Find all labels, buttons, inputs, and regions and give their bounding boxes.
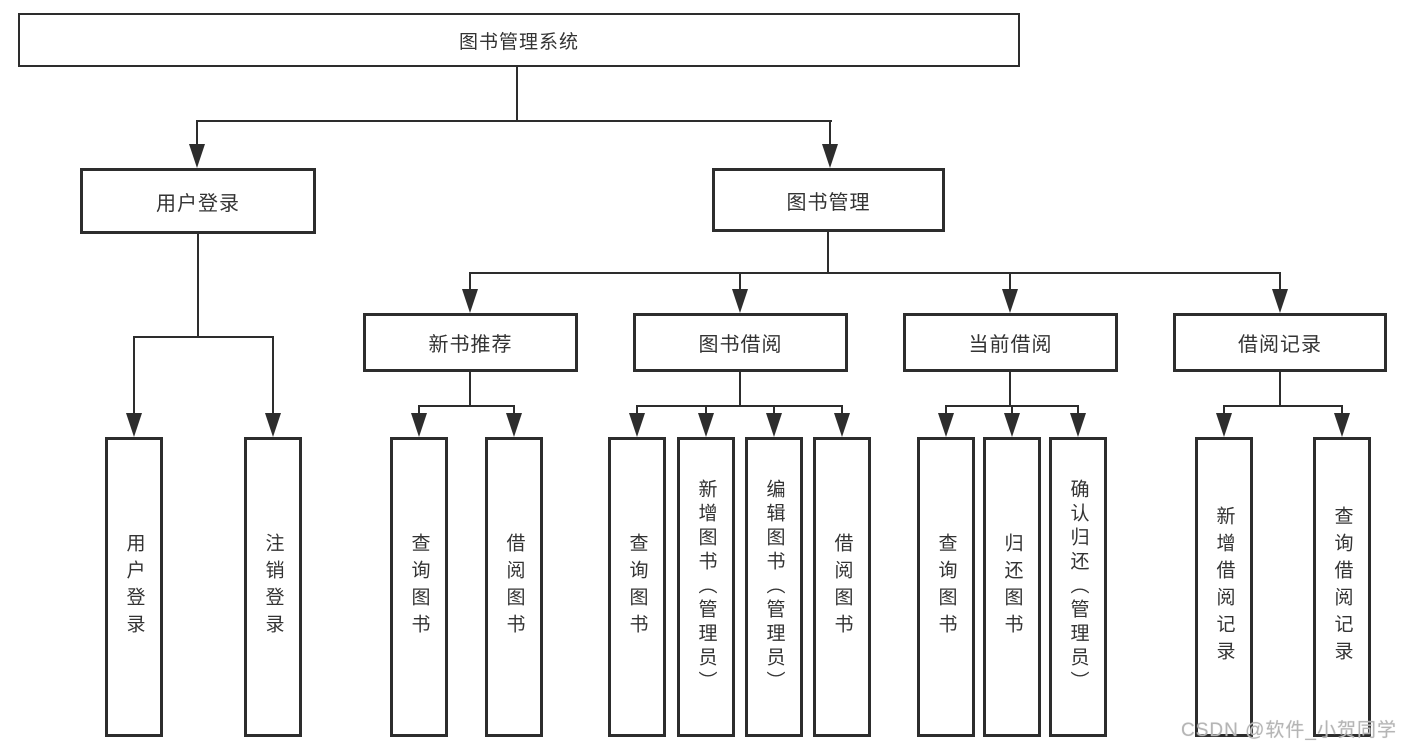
arrow-down-icon — [1272, 289, 1288, 313]
watermark-text: CSDN @软件_小贺同学 — [1181, 720, 1397, 741]
arrow-down-icon — [629, 413, 645, 437]
arrow-down-icon — [265, 413, 281, 437]
arrow-down-icon — [506, 413, 522, 437]
node-cb-confirm-return-admin: 确认归还（管理员） — [1049, 437, 1107, 737]
arrow-down-icon — [766, 413, 782, 437]
arrow-down-icon — [834, 413, 850, 437]
leaf-label: 编辑图书（管理员） — [763, 479, 785, 695]
leaf-label: 借阅图书 — [503, 533, 525, 641]
leaf-label: 用户登录 — [123, 533, 145, 641]
arrow-down-icon — [698, 413, 714, 437]
node-br-add-record: 新增借阅记录 — [1195, 437, 1253, 737]
leaf-label: 确认归还（管理员） — [1067, 479, 1089, 695]
arrow-down-icon — [1004, 413, 1020, 437]
node-current-borrowing: 当前借阅 — [903, 313, 1118, 372]
leaf-label: 注销登录 — [262, 533, 284, 641]
node-br-query-record: 查询借阅记录 — [1313, 437, 1371, 737]
node-root: 图书管理系统 — [18, 13, 1020, 67]
node-cb-return-books: 归还图书 — [983, 437, 1041, 737]
node-leaf-logout: 注销登录 — [244, 437, 302, 737]
leaf-label: 归还图书 — [1001, 533, 1023, 641]
arrow-down-icon — [462, 289, 478, 313]
node-new-book-recommend: 新书推荐 — [363, 313, 578, 372]
node-bb-query-books: 查询图书 — [608, 437, 666, 737]
arrow-down-icon — [732, 289, 748, 313]
node-cb-query-books: 查询图书 — [917, 437, 975, 737]
node-leaf-user-login: 用户登录 — [105, 437, 163, 737]
leaf-label: 新增借阅记录 — [1213, 506, 1235, 668]
node-rec-borrow-books: 借阅图书 — [485, 437, 543, 737]
node-book-management: 图书管理 — [712, 168, 945, 232]
arrow-down-icon — [1216, 413, 1232, 437]
leaf-label: 查询图书 — [408, 533, 430, 641]
node-bb-edit-books-admin: 编辑图书（管理员） — [745, 437, 803, 737]
leaf-label: 新增图书（管理员） — [695, 479, 717, 695]
node-bb-add-books-admin: 新增图书（管理员） — [677, 437, 735, 737]
arrow-down-icon — [822, 144, 838, 168]
node-bb-borrow-books: 借阅图书 — [813, 437, 871, 737]
leaf-label: 查询借阅记录 — [1331, 506, 1353, 668]
leaf-label: 查询图书 — [935, 533, 957, 641]
node-book-borrowing: 图书借阅 — [633, 313, 848, 372]
node-borrowing-records: 借阅记录 — [1173, 313, 1387, 372]
leaf-label: 借阅图书 — [831, 533, 853, 641]
arrow-down-icon — [938, 413, 954, 437]
arrow-down-icon — [126, 413, 142, 437]
arrow-down-icon — [189, 144, 205, 168]
node-rec-query-books: 查询图书 — [390, 437, 448, 737]
arrow-down-icon — [1334, 413, 1350, 437]
leaf-label: 查询图书 — [626, 533, 648, 641]
arrow-down-icon — [411, 413, 427, 437]
node-user-login: 用户登录 — [80, 168, 316, 234]
arrow-down-icon — [1002, 289, 1018, 313]
arrow-down-icon — [1070, 413, 1086, 437]
